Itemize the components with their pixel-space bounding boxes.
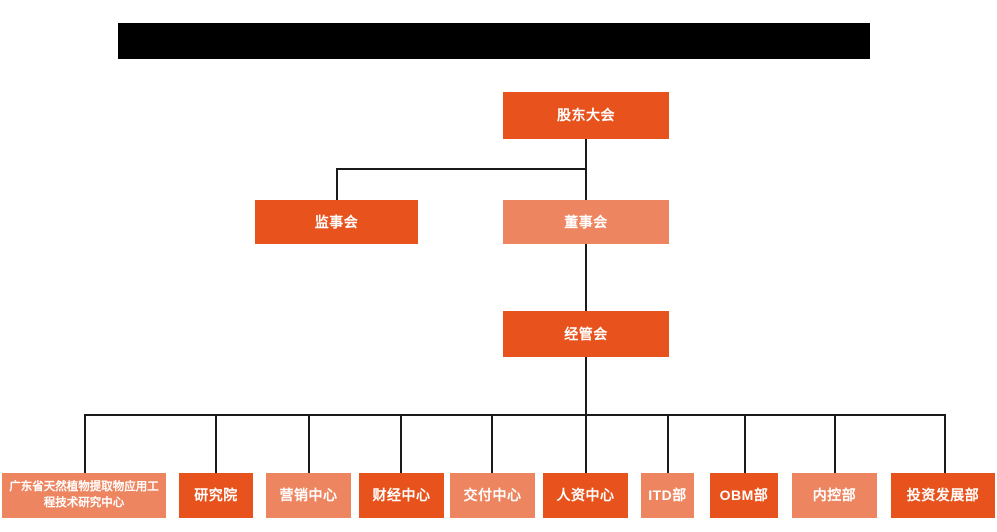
connector-to-supervisory (336, 168, 338, 201)
node-marketing-center[interactable]: 营销中心 (266, 473, 351, 518)
node-finance-center-label: 财经中心 (372, 487, 431, 504)
node-research-institute-label: 研究院 (194, 487, 238, 504)
node-obm-dept-label: OBM部 (719, 487, 769, 504)
connector-drop-itd-dept (667, 414, 669, 473)
connector-drop-delivery-center (491, 414, 493, 473)
node-gd-research-center-label: 广东省天然植物提取物应用工程技术研究中心 (9, 480, 159, 509)
node-gd-research-center[interactable]: 广东省天然植物提取物应用工程技术研究中心 (2, 473, 166, 518)
node-delivery-center[interactable]: 交付中心 (450, 473, 535, 518)
connector-drop-internal-control-dept (834, 414, 836, 473)
node-hr-center-label: 人资中心 (556, 487, 615, 504)
node-shareholders[interactable]: 股东大会 (503, 92, 669, 139)
connector-drop-hr-center (585, 414, 587, 473)
connector-drop-finance-center (400, 414, 402, 473)
node-finance-center[interactable]: 财经中心 (359, 473, 444, 518)
connector-drop-marketing-center (308, 414, 310, 473)
node-internal-control-dept-label: 内控部 (812, 487, 857, 504)
node-research-institute[interactable]: 研究院 (179, 473, 253, 518)
node-management-committee[interactable]: 经管会 (503, 311, 669, 357)
connector-to-board (585, 168, 587, 201)
node-shareholders-label: 股东大会 (557, 107, 615, 124)
connector-drop-gd-research-center (84, 414, 86, 473)
connector-shareholders-stem (585, 139, 587, 171)
connector-board-to-management (585, 244, 587, 312)
node-board-of-directors-label: 董事会 (564, 213, 608, 230)
node-supervisory-board[interactable]: 监事会 (255, 200, 418, 244)
node-delivery-center-label: 交付中心 (463, 487, 522, 504)
node-board-of-directors[interactable]: 董事会 (503, 200, 669, 244)
redacted-title-bar (118, 23, 870, 59)
connector-management-stem (585, 357, 587, 416)
connector-department-bus (84, 414, 946, 416)
node-supervisory-board-label: 监事会 (314, 213, 359, 230)
node-hr-center[interactable]: 人资中心 (543, 473, 628, 518)
connector-drop-obm-dept (744, 414, 746, 473)
connector-drop-research-institute (215, 414, 217, 473)
node-investment-dev-dept-label: 投资发展部 (906, 487, 980, 504)
node-internal-control-dept[interactable]: 内控部 (792, 473, 877, 518)
connector-drop-investment-dev-dept (944, 414, 946, 473)
node-obm-dept[interactable]: OBM部 (710, 473, 778, 518)
node-management-committee-label: 经管会 (564, 325, 608, 342)
node-marketing-center-label: 营销中心 (279, 487, 338, 504)
node-itd-dept[interactable]: ITD部 (641, 473, 694, 518)
connector-shareholders-bus (336, 168, 587, 170)
node-itd-dept-label: ITD部 (648, 487, 687, 504)
node-investment-dev-dept[interactable]: 投资发展部 (891, 473, 995, 518)
